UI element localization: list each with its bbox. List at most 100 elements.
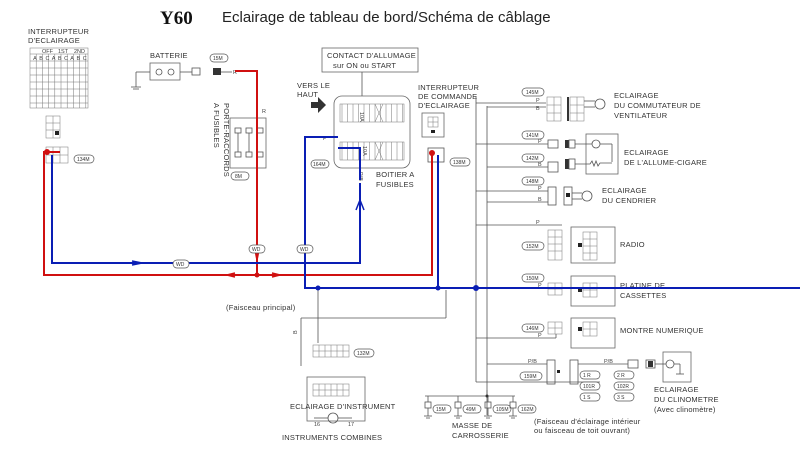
cigar-label-1: ECLAIRAGE	[624, 148, 669, 157]
fuse-box: 10A 10A BOITIER A FUSIBLES 164M P P/B	[310, 95, 414, 189]
fuse-box-label-1: BOITIER A	[376, 170, 414, 179]
pin-label: 2 R	[617, 373, 625, 379]
wire-code-p: P	[538, 283, 542, 289]
bulb-icon	[581, 190, 593, 202]
wire-code-p: P	[323, 136, 327, 142]
table-subheader: C	[64, 56, 68, 62]
switch-connector-lower	[45, 146, 69, 164]
up-direction-note: VERS LE HAUT	[297, 81, 330, 113]
cassette-label-2: CASSETTES	[620, 291, 666, 300]
connector-label-141m: 141M	[526, 133, 539, 139]
cassette-deck: 150M P PLATINE DE CASSETTES	[521, 273, 666, 307]
table-subheader: B	[39, 56, 43, 62]
fuse-lower-rating: 10A	[361, 146, 367, 156]
radio: P 152M RADIO	[476, 220, 645, 264]
table-subheader: C	[46, 56, 50, 62]
lighting-circuit	[51, 136, 800, 291]
table-header-2nd: 2ND	[74, 49, 85, 55]
fan-label-2: DU COMMUTATEUR DE	[614, 101, 701, 110]
power-circuit	[43, 70, 435, 278]
connector-label-150m: 150M	[526, 276, 539, 282]
ground-connector-label: 162M	[521, 407, 534, 413]
pin-label: 102R	[617, 384, 629, 390]
connector-label-145m: 145M	[526, 90, 539, 96]
pin-label: 1 R	[583, 373, 591, 379]
wire-code-pb: P/B	[528, 359, 537, 365]
fuse-link-holder: PORTE-RACCORDS A FUSIBLES 8M R	[212, 103, 267, 181]
connector-label-8m: 8M	[235, 174, 242, 180]
wire-code-p: P	[538, 139, 542, 145]
pin-label: 3 S	[617, 395, 625, 401]
page-title: Eclairage de tableau de bord/Schéma de c…	[222, 9, 551, 26]
bulb-icon	[594, 98, 606, 110]
connector-label-15m: 15M	[213, 56, 223, 62]
table-subheader: A	[70, 56, 74, 62]
digital-clock: 146M P MONTRE NUMERIQUE	[476, 317, 703, 349]
ground-connector-label: 15M	[436, 407, 446, 413]
cassette-label-1: PLATINE DE	[620, 281, 665, 290]
connector-label-146m: 146M	[526, 326, 539, 332]
instrument-cluster-label: INSTRUMENTS COMBINES	[282, 433, 382, 442]
dimmer-label-2: DE COMMANDE	[418, 92, 477, 101]
fan-label-3: VENTILATEUR	[614, 111, 668, 120]
ashtray-label-1: ECLAIRAGE	[602, 186, 647, 195]
ashtray-label-2: DU CENDRIER	[602, 196, 657, 205]
table-subheader: A	[33, 56, 37, 62]
fan-label-1: ECLAIRAGE	[614, 91, 659, 100]
arrow-right-icon	[311, 97, 326, 113]
wire-code-p: P	[536, 220, 540, 226]
junction-label: WD	[176, 262, 185, 268]
junction-wd-2: WD	[248, 244, 266, 254]
ground-connector-label: 49M	[466, 407, 476, 413]
ground-point: 105M	[484, 396, 512, 419]
ignition-label-1: CONTACT D'ALLUMAGE	[327, 51, 416, 60]
battery-label: BATTERIE	[150, 51, 188, 60]
pin-label: 101R	[583, 384, 595, 390]
inclinometer-label-1: ECLAIRAGE	[654, 385, 699, 394]
table-subheader: C	[83, 56, 87, 62]
ground-label-1: MASSE DE	[452, 421, 492, 430]
wire-code-pb-2: P/B	[604, 359, 613, 365]
wire-code-b: B	[536, 106, 540, 112]
dimmer-label-1: INTERRUPTEUR	[418, 83, 480, 92]
wire-code-b: B	[538, 162, 542, 168]
cigar-label-2: DE L'ALLUME-CIGARE	[624, 158, 707, 167]
instrument-cluster: B 132M ECLAIRAGE D'INSTRUMENT 16 17 INST…	[282, 290, 447, 442]
ground-point: 162M	[509, 396, 537, 419]
junction-wd-3: WD	[296, 244, 314, 254]
connector-label-132m: 132M	[357, 351, 370, 357]
ashtray-light: 148M P B ECLAIRAGE DU CENDRIER	[476, 176, 657, 206]
pin-label: 1 S	[583, 395, 591, 401]
light-switch-label-1: INTERRUPTEUR	[28, 27, 90, 36]
inclinometer-label-3: (Avec clinomètre)	[654, 405, 716, 414]
radio-label: RADIO	[620, 240, 645, 249]
harness-interior-note-2: ou faisceau de toit ouvrant)	[534, 426, 630, 435]
table-header-off: OFF	[42, 49, 54, 55]
ground-point: 15M	[424, 396, 452, 419]
dimmer-label-3: D'ECLAIRAGE	[418, 101, 470, 110]
harness-main-note: (Faisceau principal)	[226, 303, 296, 312]
junction-wd-1: WD	[172, 259, 190, 269]
connector-label-148m: 148M	[526, 179, 539, 185]
ignition-switch: CONTACT D'ALLUMAGE sur ON ou START	[321, 47, 419, 100]
inclinometer-label-2: DU CLINOMETRE	[654, 395, 719, 404]
wire-code-b: B	[538, 197, 542, 203]
battery: BATTERIE 15M R	[131, 51, 237, 90]
fuse-box-label-2: FUSIBLES	[376, 180, 414, 189]
pin-17: 17	[348, 422, 354, 428]
harness-interior-note-1: (Faisceau d'éclairage intérieur	[534, 417, 641, 426]
wire-code-p: P	[536, 98, 540, 104]
wire-code-r: R	[233, 70, 237, 76]
connector-label-152m: 152M	[526, 244, 539, 250]
ground-connector-label: 105M	[496, 407, 509, 413]
switch-connector-upper	[45, 115, 61, 139]
up-note-line-1: VERS LE	[297, 81, 330, 90]
fuse-link-label-2: A FUSIBLES	[212, 103, 221, 148]
fan-switch-light: 145M P B ECLAIRAGE DU COMMUTATEUR DE VEN…	[476, 87, 701, 122]
table-header-1st: 1ST	[58, 49, 69, 55]
up-note-line-2: HAUT	[297, 90, 318, 99]
